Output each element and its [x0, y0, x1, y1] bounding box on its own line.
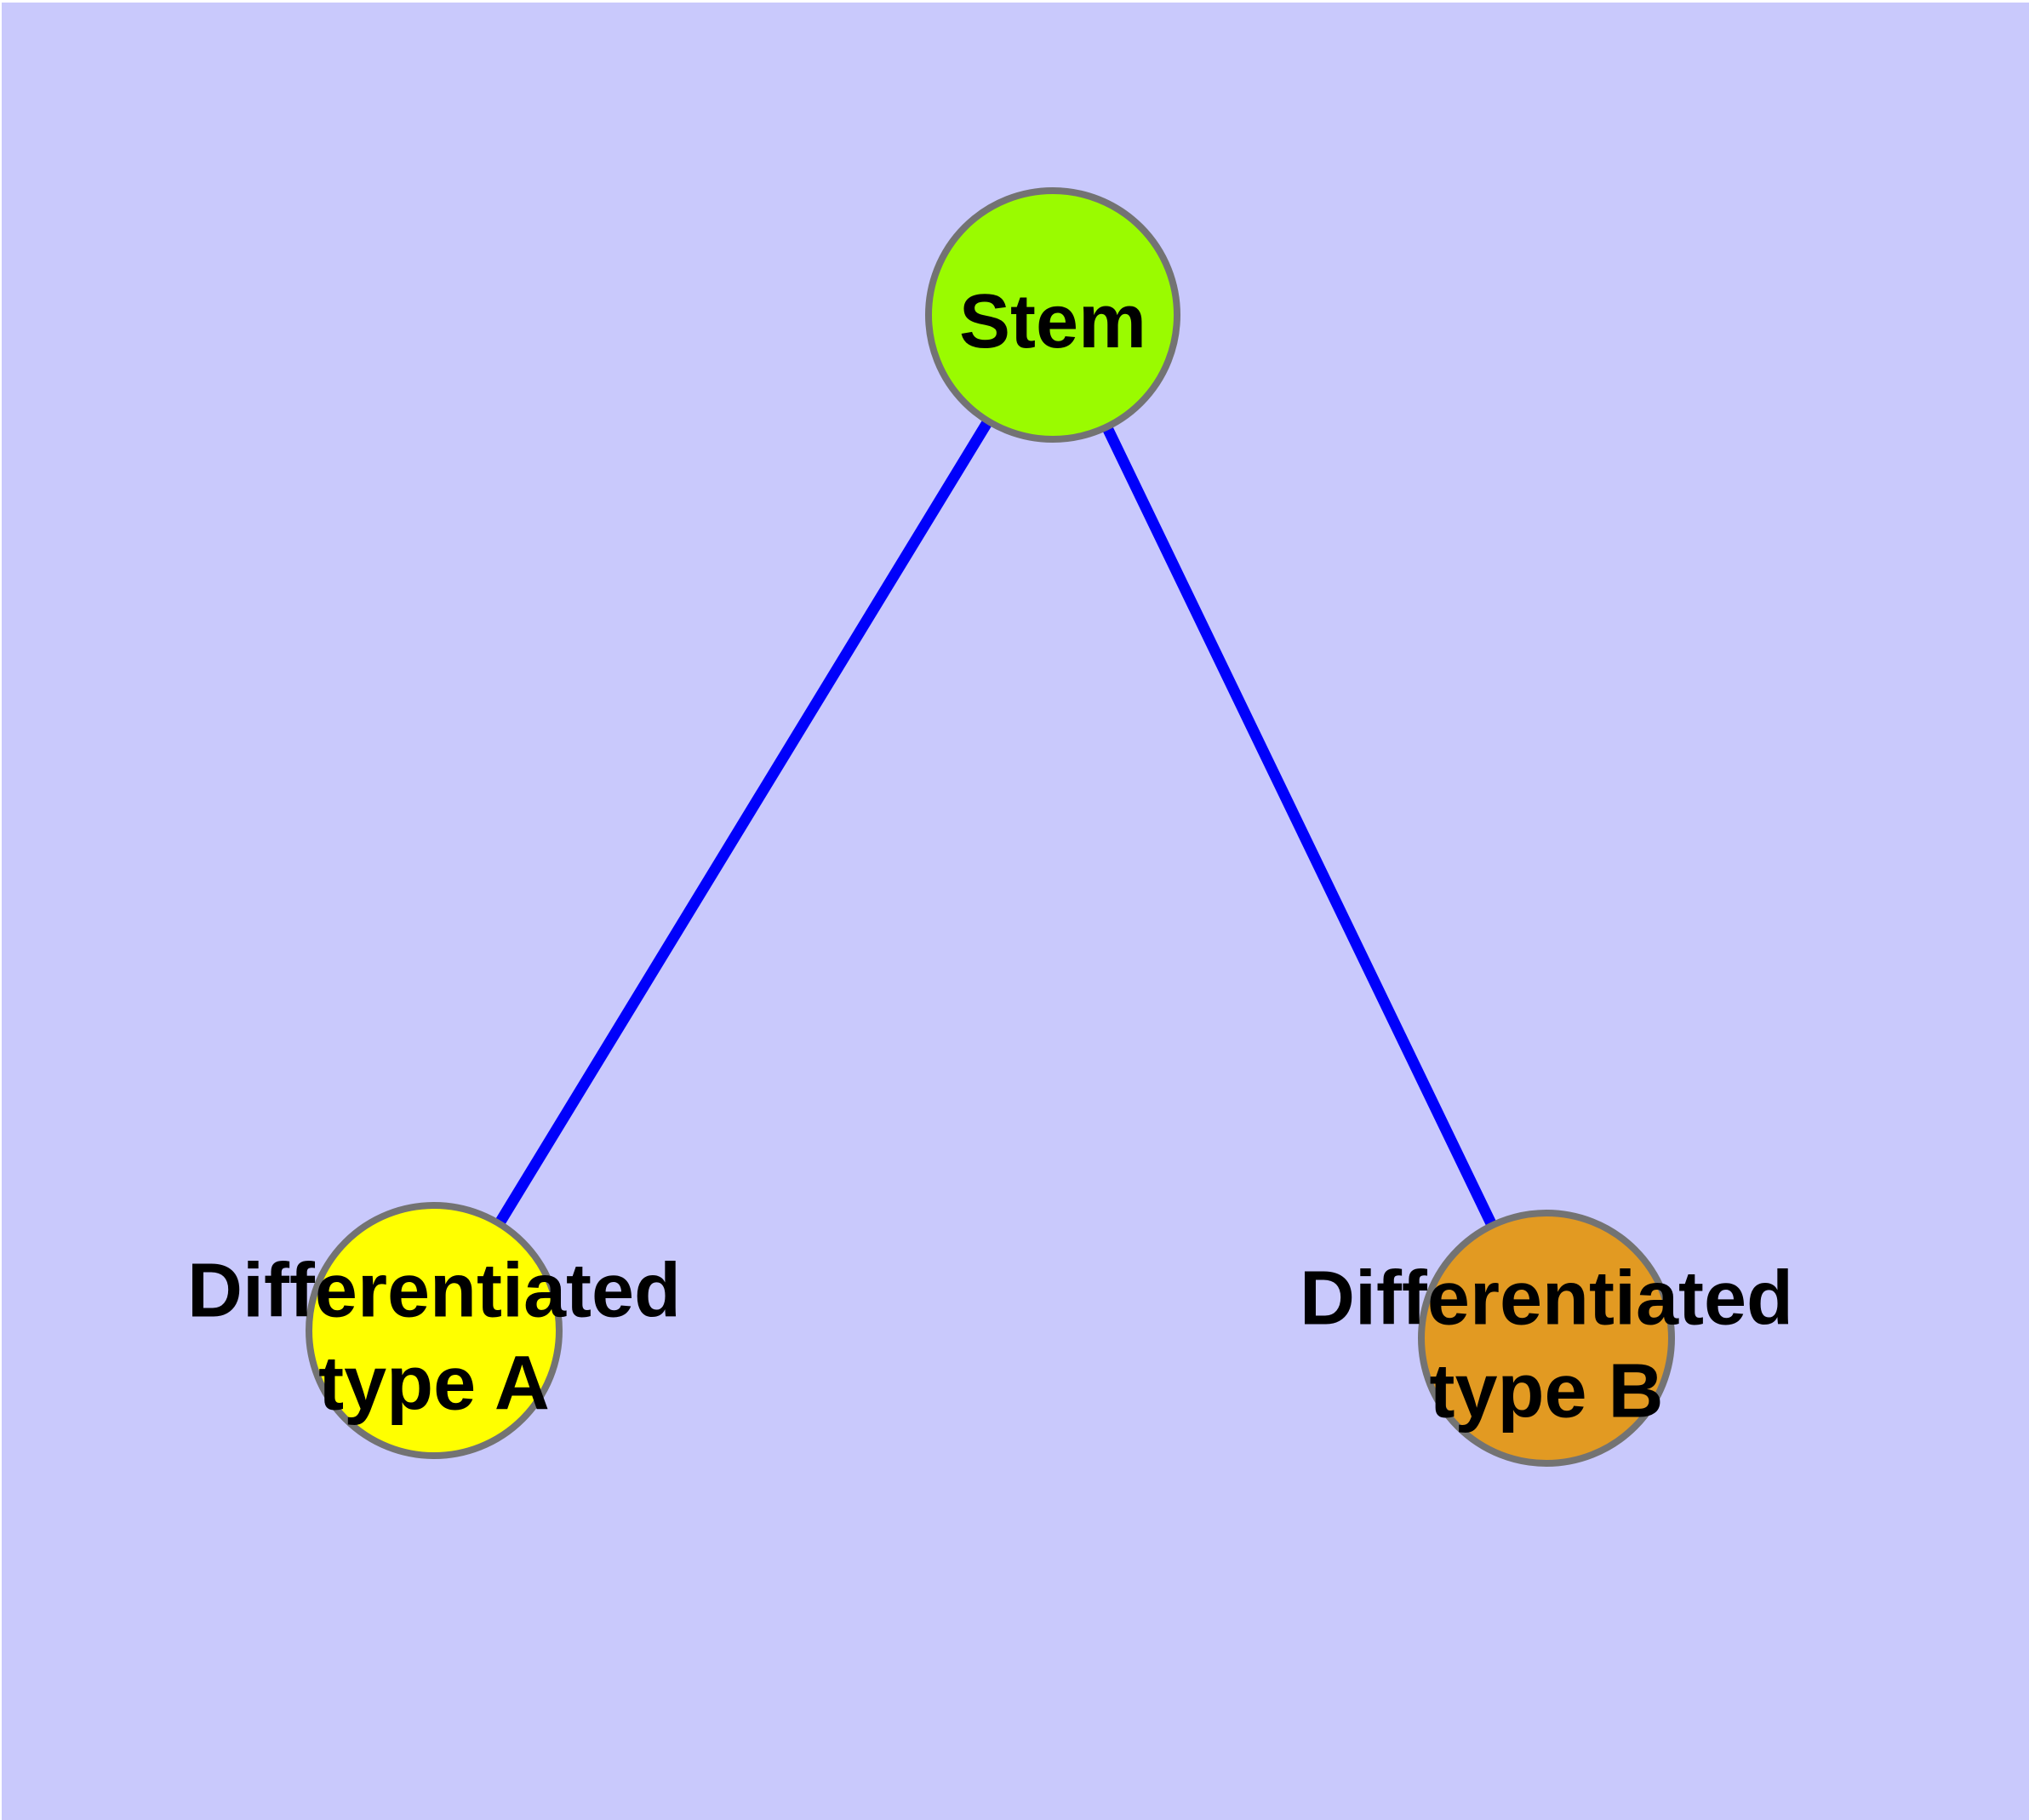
node-label-line: Stem: [959, 279, 1146, 364]
node-label-stem: Stem: [959, 279, 1146, 364]
node-label-line: type A: [318, 1342, 550, 1427]
node-differentiated-type-b: [1418, 1210, 1675, 1467]
nodes-layer: [306, 187, 1675, 1467]
node-label-line: type B: [1429, 1349, 1663, 1434]
node-stem: [925, 187, 1180, 443]
node-label-line: Differentiated: [187, 1249, 681, 1334]
node-label-line: Differentiated: [1300, 1256, 1793, 1342]
edges-layer: [429, 312, 1552, 1341]
edge-stem-to-differentiated-type-b: [1048, 312, 1552, 1341]
node-differentiated-type-a: [306, 1202, 563, 1459]
edge-stem-to-differentiated-type-a: [429, 312, 1058, 1334]
